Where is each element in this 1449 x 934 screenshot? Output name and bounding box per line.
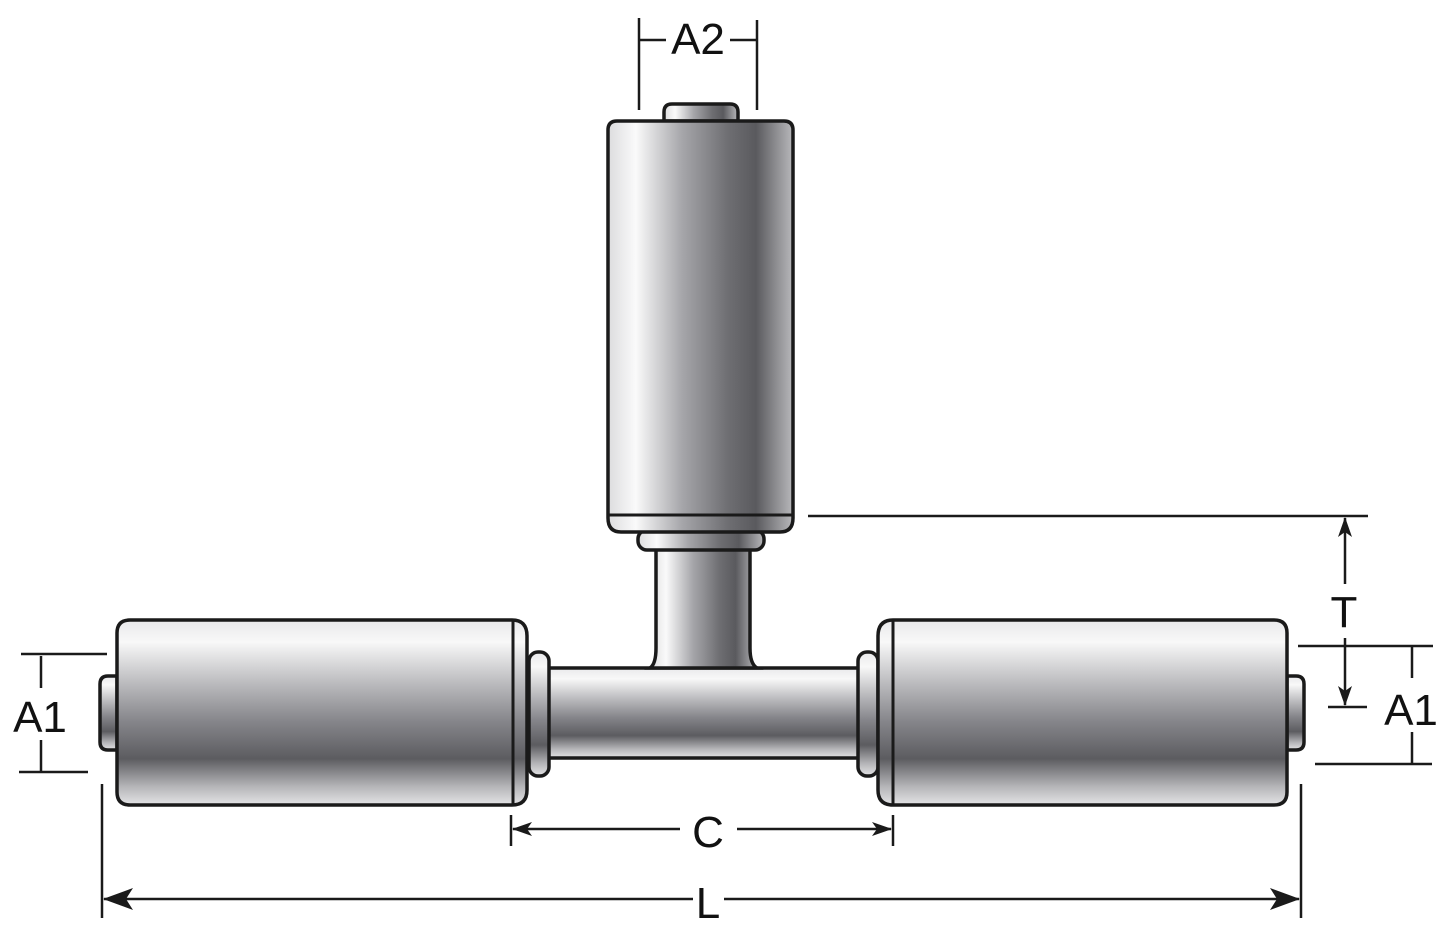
dimension-a1-left: A1 bbox=[13, 652, 107, 774]
label-c: C bbox=[692, 808, 724, 857]
branch-ferrule bbox=[606, 102, 795, 534]
dimension-c: C bbox=[509, 808, 895, 857]
label-a1-right: A1 bbox=[1384, 686, 1438, 735]
tee-body bbox=[527, 528, 882, 778]
dimension-a2: A2 bbox=[637, 15, 759, 110]
label-a2: A2 bbox=[671, 15, 725, 64]
dimension-l: L bbox=[100, 784, 1303, 928]
dimension-a1-right: A1 bbox=[1298, 644, 1438, 766]
label-t: T bbox=[1331, 588, 1358, 637]
label-a1-left: A1 bbox=[13, 693, 67, 742]
left-ferrule bbox=[98, 618, 529, 807]
dimension-t: T bbox=[808, 514, 1368, 709]
label-l: L bbox=[696, 879, 720, 928]
right-ferrule bbox=[876, 618, 1306, 807]
